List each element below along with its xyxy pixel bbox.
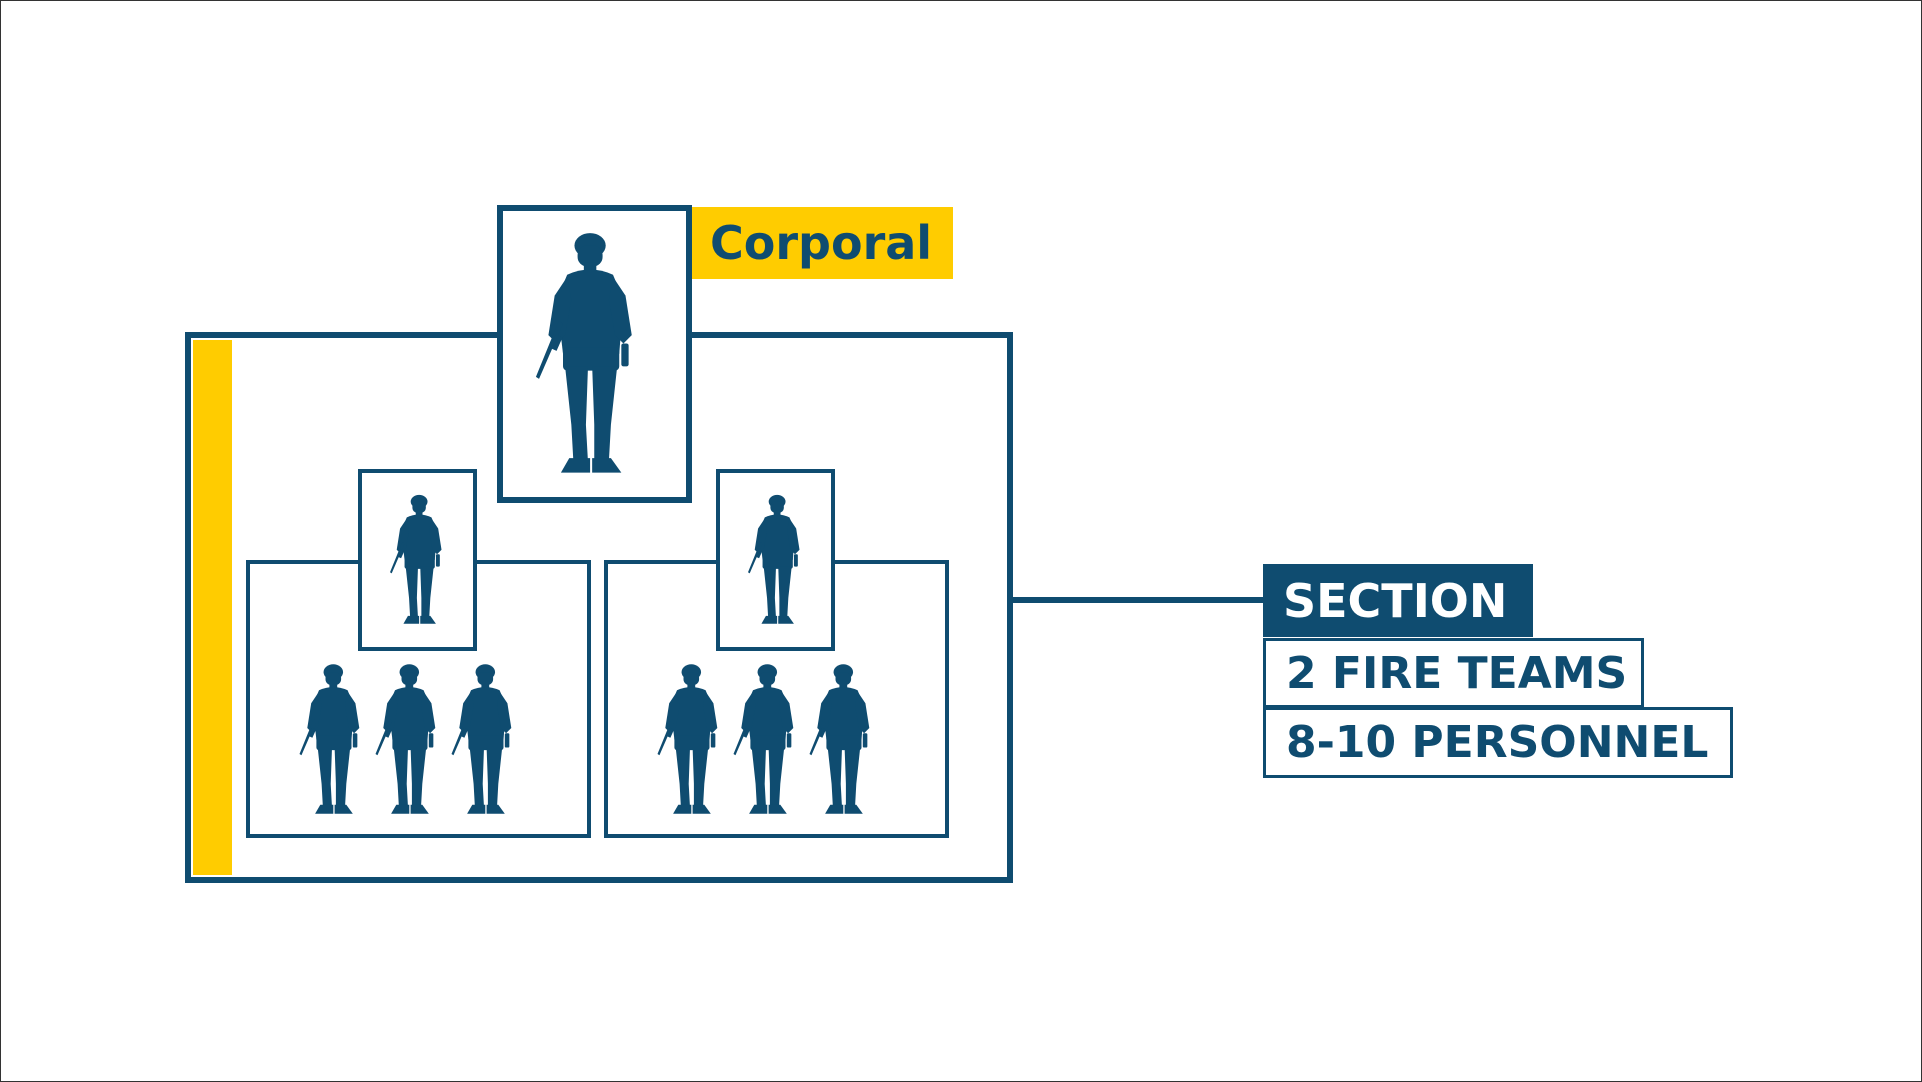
soldier-silhouette-icon (533, 231, 643, 481)
unit-name-text: SECTION (1283, 573, 1508, 628)
fire-team-2-leader-box (716, 469, 835, 651)
unit-name-label: SECTION (1263, 564, 1533, 637)
unit-detail-personnel: 8-10 PERSONNEL (1263, 707, 1733, 778)
soldier-silhouette-icon (298, 663, 366, 819)
soldier-silhouette-icon (390, 483, 446, 639)
section-leader-box (497, 205, 692, 503)
unit-detail-text: 2 FIRE TEAMS (1286, 647, 1628, 699)
connector-line (1013, 597, 1263, 603)
soldier-silhouette-icon (808, 663, 876, 819)
leader-rank-text: Corporal (710, 216, 933, 270)
soldier-silhouette-icon (450, 663, 518, 819)
section-accent-bar (193, 340, 232, 875)
soldier-silhouette-icon (732, 663, 800, 819)
soldier-silhouette-icon (374, 663, 442, 819)
soldier-silhouette-icon (748, 483, 804, 639)
leader-rank-label: Corporal (692, 207, 953, 279)
unit-detail-fire-teams: 2 FIRE TEAMS (1263, 638, 1644, 708)
soldier-silhouette-icon (656, 663, 724, 819)
fire-team-1-leader-box (358, 469, 477, 651)
unit-detail-text: 8-10 PERSONNEL (1286, 717, 1709, 768)
